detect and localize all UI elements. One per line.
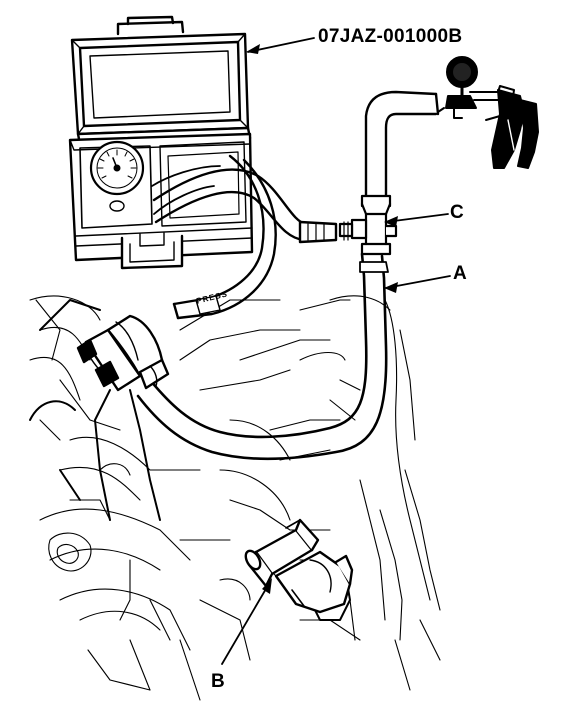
radiator-fitting	[76, 314, 170, 392]
engine-bracket	[29, 299, 351, 621]
part-b-valve	[244, 518, 354, 614]
callout-c-label: C	[450, 202, 464, 223]
arrowheads	[246, 44, 398, 594]
callout-a-label: A	[453, 263, 467, 284]
pressure-gauge-icon	[89, 140, 145, 212]
hose-a	[136, 252, 389, 461]
upper-hose	[364, 90, 440, 198]
callout-b-label: B	[211, 671, 225, 692]
part-number-label: 07JAZ-001000B	[318, 26, 463, 47]
hand-vacuum-pump-icon	[437, 56, 539, 169]
pressure-tester-case	[68, 15, 254, 270]
loose-hose	[172, 154, 277, 320]
t-joint-connector	[338, 194, 398, 256]
